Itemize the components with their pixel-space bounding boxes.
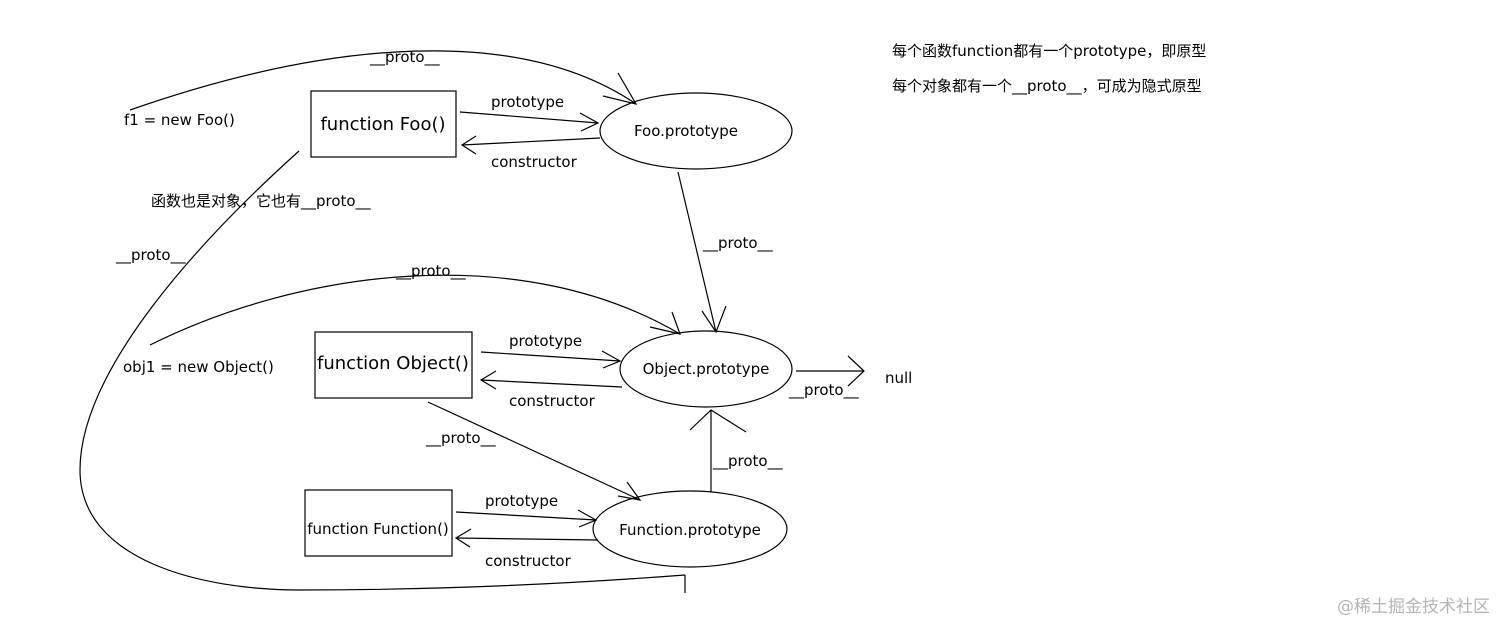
function-constructor-arrowhead (454, 528, 472, 548)
f1-proto-arrowhead (602, 72, 638, 105)
foo-proto-proto-line (677, 171, 717, 333)
object-function-label: function Object() (317, 353, 469, 374)
object-fn-proto-label: __proto__ (425, 429, 496, 448)
function-prototype-arrowhead (577, 509, 598, 528)
foo-constructor-arrowhead (460, 135, 477, 155)
foo-constructor-line (461, 137, 601, 146)
foo-prototype-line (459, 111, 599, 124)
object-proto-null-arrowhead (847, 355, 865, 387)
foo-constructor-edge-label: constructor (491, 153, 578, 171)
foo-prototype-edge-label: prototype (491, 93, 564, 111)
foo-fn-proto-curve (79, 150, 686, 591)
function-prototype-ellipse (592, 490, 788, 568)
f1-proto-curve (129, 50, 637, 111)
foo-prototype-ellipse (599, 92, 793, 170)
foo-function-label: function Foo() (320, 114, 445, 135)
function-proto-proto-label: __proto__ (712, 452, 783, 471)
obj1-proto-arrowhead (649, 311, 681, 335)
object-prototype-arrowhead (601, 350, 622, 369)
note-prototype: 每个函数function都有一个prototype，即原型 (892, 42, 1206, 60)
object-constructor-line (480, 379, 623, 388)
watermark: @稀土掘金技术社区 (1337, 597, 1490, 617)
function-note-label: 函数也是对象，它也有__proto__ (151, 192, 371, 211)
obj1-proto-curve (149, 274, 681, 346)
function-prototype-edge-label: prototype (485, 492, 558, 510)
function-prototype-label: Function.prototype (619, 521, 761, 539)
object-constructor-edge-label: constructor (509, 392, 596, 410)
obj1-instance-label: obj1 = new Object() (123, 358, 274, 376)
object-proto-null-label: __proto__ (788, 381, 859, 400)
f1-instance-label: f1 = new Foo() (124, 111, 235, 129)
obj1-proto-label: __proto__ (395, 262, 466, 281)
function-constructor-edge-label: constructor (485, 552, 572, 570)
note-proto: 每个对象都有一个__proto__，可成为隐式原型 (892, 77, 1202, 96)
f1-proto-label: __proto__ (369, 48, 440, 67)
object-fn-proto-arrowhead (617, 481, 642, 501)
function-prototype-line (455, 511, 597, 521)
object-function-box (314, 331, 473, 399)
foo-prototype-label: Foo.prototype (634, 122, 738, 140)
foo-prototype-arrowhead (579, 112, 600, 132)
function-proto-proto-arrowhead (689, 409, 747, 433)
null-label: null (885, 369, 912, 387)
foo-function-box (310, 90, 457, 158)
object-prototype-line (480, 351, 621, 362)
object-fn-proto-line (427, 401, 641, 501)
object-prototype-edge-label: prototype (509, 332, 582, 350)
foo-fn-proto-label: __proto__ (115, 246, 186, 265)
function-function-box (304, 489, 453, 557)
object-prototype-label: Object.prototype (643, 360, 770, 378)
foo-proto-proto-label: __proto__ (702, 234, 773, 253)
foo-proto-proto-arrowhead (701, 305, 727, 334)
function-constructor-line (455, 537, 599, 541)
object-prototype-ellipse (619, 330, 793, 408)
function-function-label: function Function() (307, 520, 449, 538)
object-constructor-arrowhead (479, 370, 497, 390)
